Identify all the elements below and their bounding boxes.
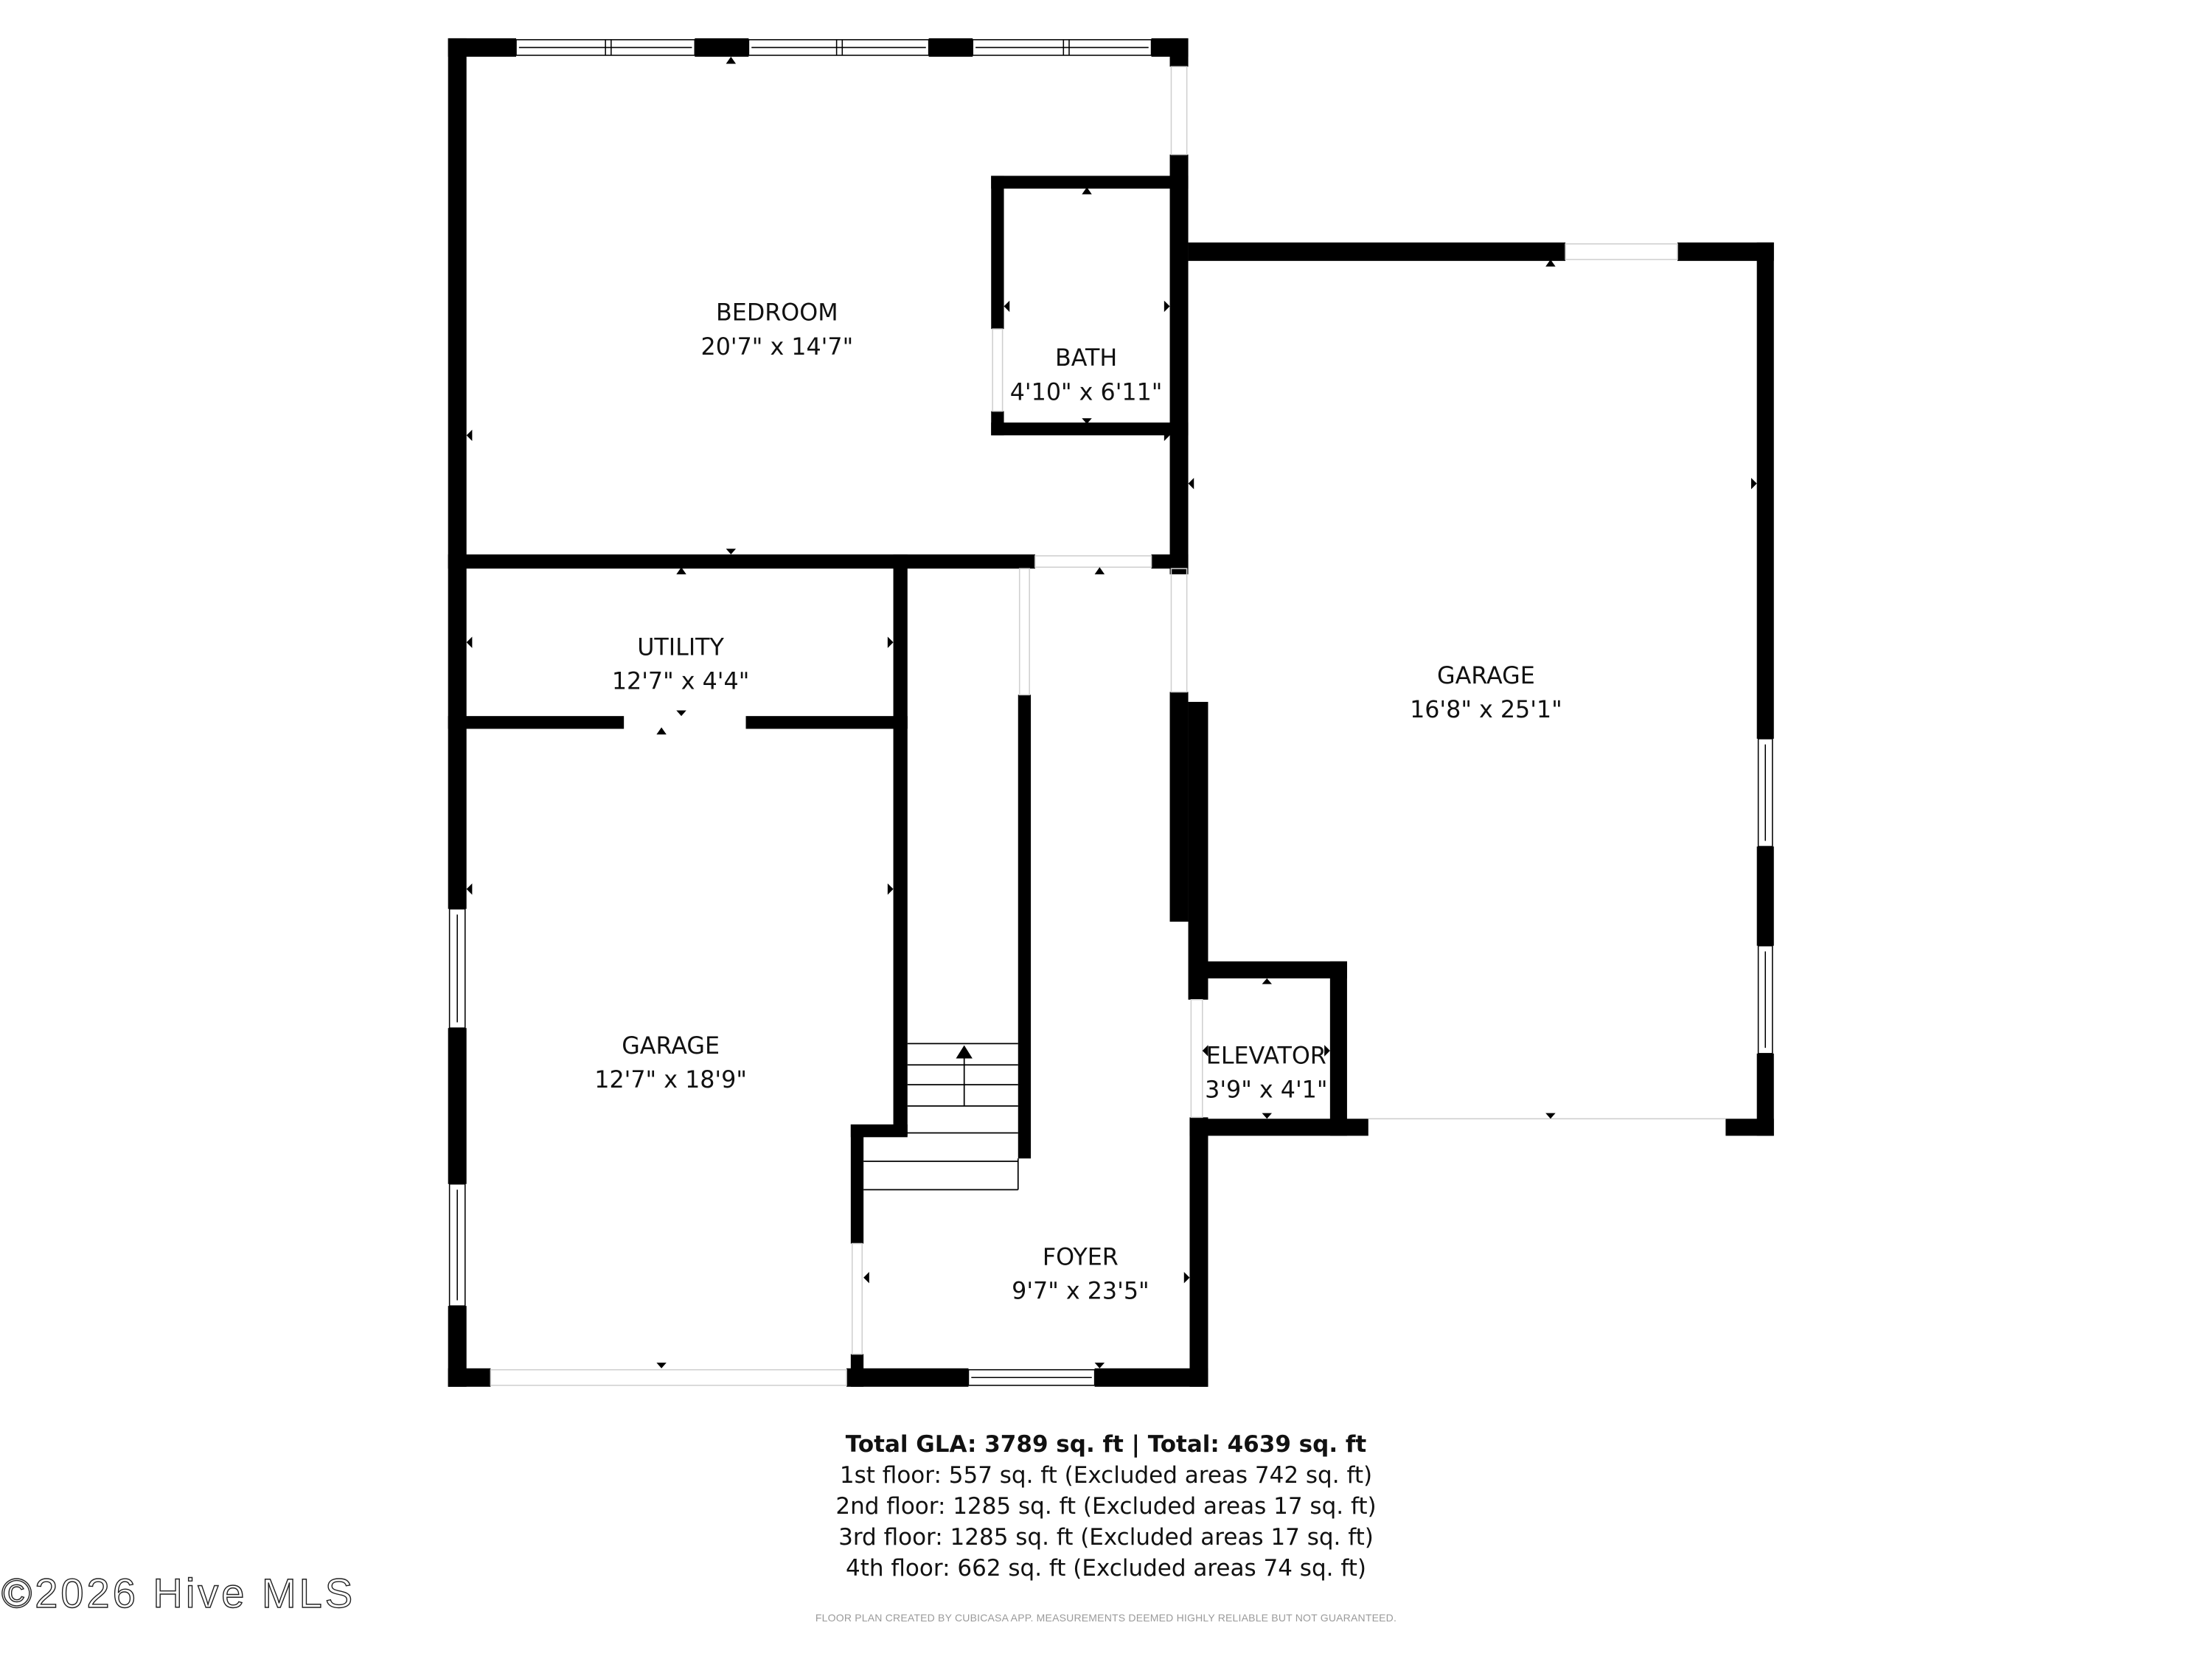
room-dimensions: 16'8" x 25'1" xyxy=(1410,697,1562,723)
room-name: BEDROOM xyxy=(716,300,838,327)
room-name: GARAGE xyxy=(1437,663,1535,689)
room-dimensions: 12'7" x 4'4" xyxy=(612,669,749,695)
disclaimer: FLOOR PLAN CREATED BY CUBICASA APP. MEAS… xyxy=(815,1612,1397,1624)
room-name: BATH xyxy=(1055,345,1117,372)
copyright-watermark: ©2026 Hive MLS xyxy=(1,1569,356,1616)
room-label-elevator: ELEVATOR 3'9" x 4'1" xyxy=(1205,1043,1327,1103)
room-dimensions: 3'9" x 4'1" xyxy=(1205,1077,1327,1103)
room-name: ELEVATOR xyxy=(1206,1043,1326,1069)
room-name: FOYER xyxy=(1043,1244,1119,1270)
room-dimensions: 20'7" x 14'7" xyxy=(701,334,854,361)
room-dimensions: 9'7" x 23'5" xyxy=(1012,1279,1149,1305)
windows xyxy=(448,39,1773,1386)
room-label-garage-left: GARAGE 12'7" x 18'9" xyxy=(594,1033,747,1093)
room-label-bath: BATH 4'10" x 6'11" xyxy=(1010,345,1163,406)
walls xyxy=(448,38,1774,1387)
area-summary: Total GLA: 3789 sq. ft | Total: 4639 sq.… xyxy=(0,1429,2212,1584)
floor-area-4th: 4th floor: 662 sq. ft (Excluded areas 74… xyxy=(846,1555,1366,1582)
floor-area-3rd: 3rd floor: 1285 sq. ft (Excluded areas 1… xyxy=(838,1524,1374,1551)
room-label-foyer: FOYER 9'7" x 23'5" xyxy=(1012,1244,1149,1304)
room-dimensions: 12'7" x 18'9" xyxy=(594,1067,747,1093)
room-dimensions: 4'10" x 6'11" xyxy=(1010,379,1163,406)
total-area-line: Total GLA: 3789 sq. ft | Total: 4639 sq.… xyxy=(845,1431,1367,1458)
openings xyxy=(490,66,1726,1386)
room-label-garage-right: GARAGE 16'8" x 25'1" xyxy=(1410,663,1562,723)
room-label-bedroom: BEDROOM 20'7" x 14'7" xyxy=(701,300,854,361)
dimension-markers xyxy=(466,56,1757,1368)
room-name: GARAGE xyxy=(622,1033,720,1060)
stairs xyxy=(863,1043,1019,1191)
room-label-utility: UTILITY 12'7" x 4'4" xyxy=(612,634,749,695)
floor-area-1st: 1st floor: 557 sq. ft (Excluded areas 74… xyxy=(839,1462,1373,1489)
room-name: UTILITY xyxy=(637,634,724,661)
floor-area-2nd: 2nd floor: 1285 sq. ft (Excluded areas 1… xyxy=(835,1493,1377,1520)
